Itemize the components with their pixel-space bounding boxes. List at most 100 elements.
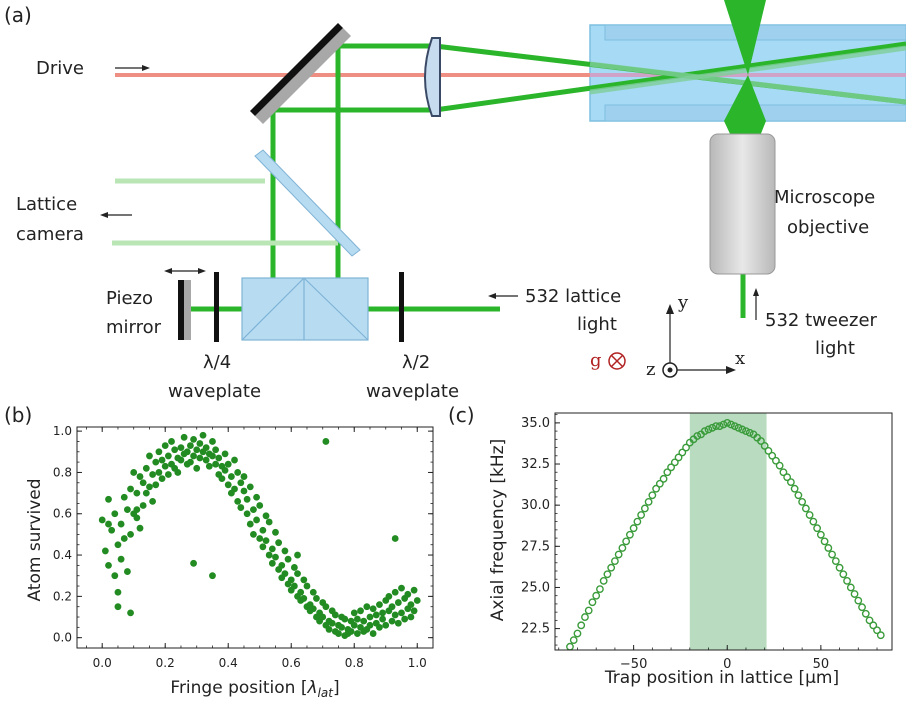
scatter-point <box>407 613 415 621</box>
y-tick-label: 0.0 <box>53 631 72 645</box>
scatter-point <box>180 433 188 441</box>
x-tick-label: 0.0 <box>93 656 112 670</box>
scatter-point <box>350 609 358 617</box>
scatter-point <box>193 446 201 454</box>
scatter-point <box>117 520 125 528</box>
scatter-point <box>120 493 128 501</box>
frequency-point <box>719 420 728 429</box>
scatter-point <box>281 570 289 578</box>
microscope-objective <box>709 133 776 275</box>
half-waveplate-label-line2: waveplate <box>366 381 459 402</box>
frequency-point <box>603 570 612 579</box>
scatter-point <box>171 446 179 454</box>
scatter-point <box>105 561 112 569</box>
scatter-point <box>149 497 157 505</box>
scatter-point <box>114 588 122 596</box>
x-arrowhead-icon <box>726 366 736 374</box>
focusing-lens <box>424 37 441 117</box>
scatter-point <box>136 524 144 532</box>
gravity-cross-2-icon <box>610 354 624 368</box>
y-tick-label: 30.0 <box>521 498 550 513</box>
scatter-point <box>353 630 361 637</box>
scatter-point <box>265 518 273 526</box>
scatter-point <box>101 547 109 555</box>
panel-a-label: (a) <box>4 3 32 27</box>
frequency-point <box>742 427 750 436</box>
scatter-point <box>328 619 336 627</box>
scatter-point <box>246 483 254 491</box>
scatter-point <box>331 611 339 619</box>
scatter-point <box>209 438 216 445</box>
scatter-point <box>262 537 270 544</box>
scatter-point <box>353 615 361 623</box>
scatter-point <box>221 450 229 458</box>
frequency-point <box>861 609 870 618</box>
scatter-point <box>209 572 216 580</box>
frequency-point <box>625 530 634 539</box>
frequency-point <box>599 576 608 585</box>
scatter-point <box>357 607 364 615</box>
y-tick-label: 0.4 <box>53 548 72 562</box>
lattice-light-arrowhead-icon <box>488 293 496 299</box>
quarter-waveplate <box>214 272 219 342</box>
x-tick-label: 0.4 <box>219 656 238 670</box>
panel-c-frame <box>554 412 893 651</box>
frequency-point <box>607 563 616 572</box>
scatter-point <box>139 502 147 509</box>
panel-b-frame <box>76 426 434 649</box>
frequency-point <box>648 491 657 500</box>
scatter-point <box>196 440 204 447</box>
scatter-point <box>322 438 330 445</box>
scatter-point <box>391 611 399 619</box>
frequency-point <box>682 443 690 452</box>
scatter-point <box>111 572 119 580</box>
scatter-point <box>105 520 112 528</box>
frequency-point <box>674 453 683 462</box>
scatter-point <box>290 582 298 590</box>
camera-arrowhead-icon <box>100 212 108 218</box>
scatter-point <box>136 473 144 480</box>
scatter-point <box>347 628 355 635</box>
scatter-point <box>202 444 210 452</box>
scatter-point <box>177 444 185 452</box>
scatter-point <box>350 621 358 629</box>
frequency-point <box>640 504 649 513</box>
frequency-point <box>596 585 604 594</box>
beamsplitter-diagonal-2 <box>303 277 369 341</box>
scatter-point <box>253 493 260 501</box>
frequency-point <box>865 616 874 625</box>
panel-b-y-axis-label: Atom survived <box>25 478 45 601</box>
frequency-point <box>794 491 803 500</box>
scatter-point <box>394 619 402 627</box>
scatter-point <box>120 535 128 542</box>
scatter-point <box>234 497 242 505</box>
scatter-point <box>152 458 160 466</box>
scatter-point <box>250 531 257 538</box>
scatter-point <box>278 561 286 569</box>
scatter-point <box>158 475 166 483</box>
beamsplitter-diagonal-1 <box>241 277 305 341</box>
scatter-point <box>250 506 257 514</box>
piezo-arrow-left-icon <box>164 268 172 274</box>
scatter-point <box>240 473 248 480</box>
frequency-point <box>835 563 844 572</box>
scatter-point <box>190 452 197 460</box>
scatter-point <box>127 609 134 617</box>
scatter-point <box>234 469 242 476</box>
scatter-point <box>256 535 264 542</box>
y-tick-label: 25.0 <box>521 580 550 595</box>
scatter-point <box>388 617 396 625</box>
scatter-point <box>149 471 157 478</box>
frequency-point <box>873 626 881 635</box>
frequency-point <box>569 636 578 645</box>
beamsplitter-body <box>241 277 369 341</box>
scatter-point <box>215 454 223 462</box>
scatter-point <box>309 605 317 613</box>
top-mirror-face <box>250 23 343 116</box>
frequency-point <box>708 423 717 432</box>
frequency-point <box>772 456 780 465</box>
scatter-point <box>268 545 276 553</box>
scatter-point <box>231 485 238 493</box>
quarter-waveplate-label-line2: waveplate <box>168 381 261 402</box>
x-tick-label: −50 <box>620 657 647 672</box>
